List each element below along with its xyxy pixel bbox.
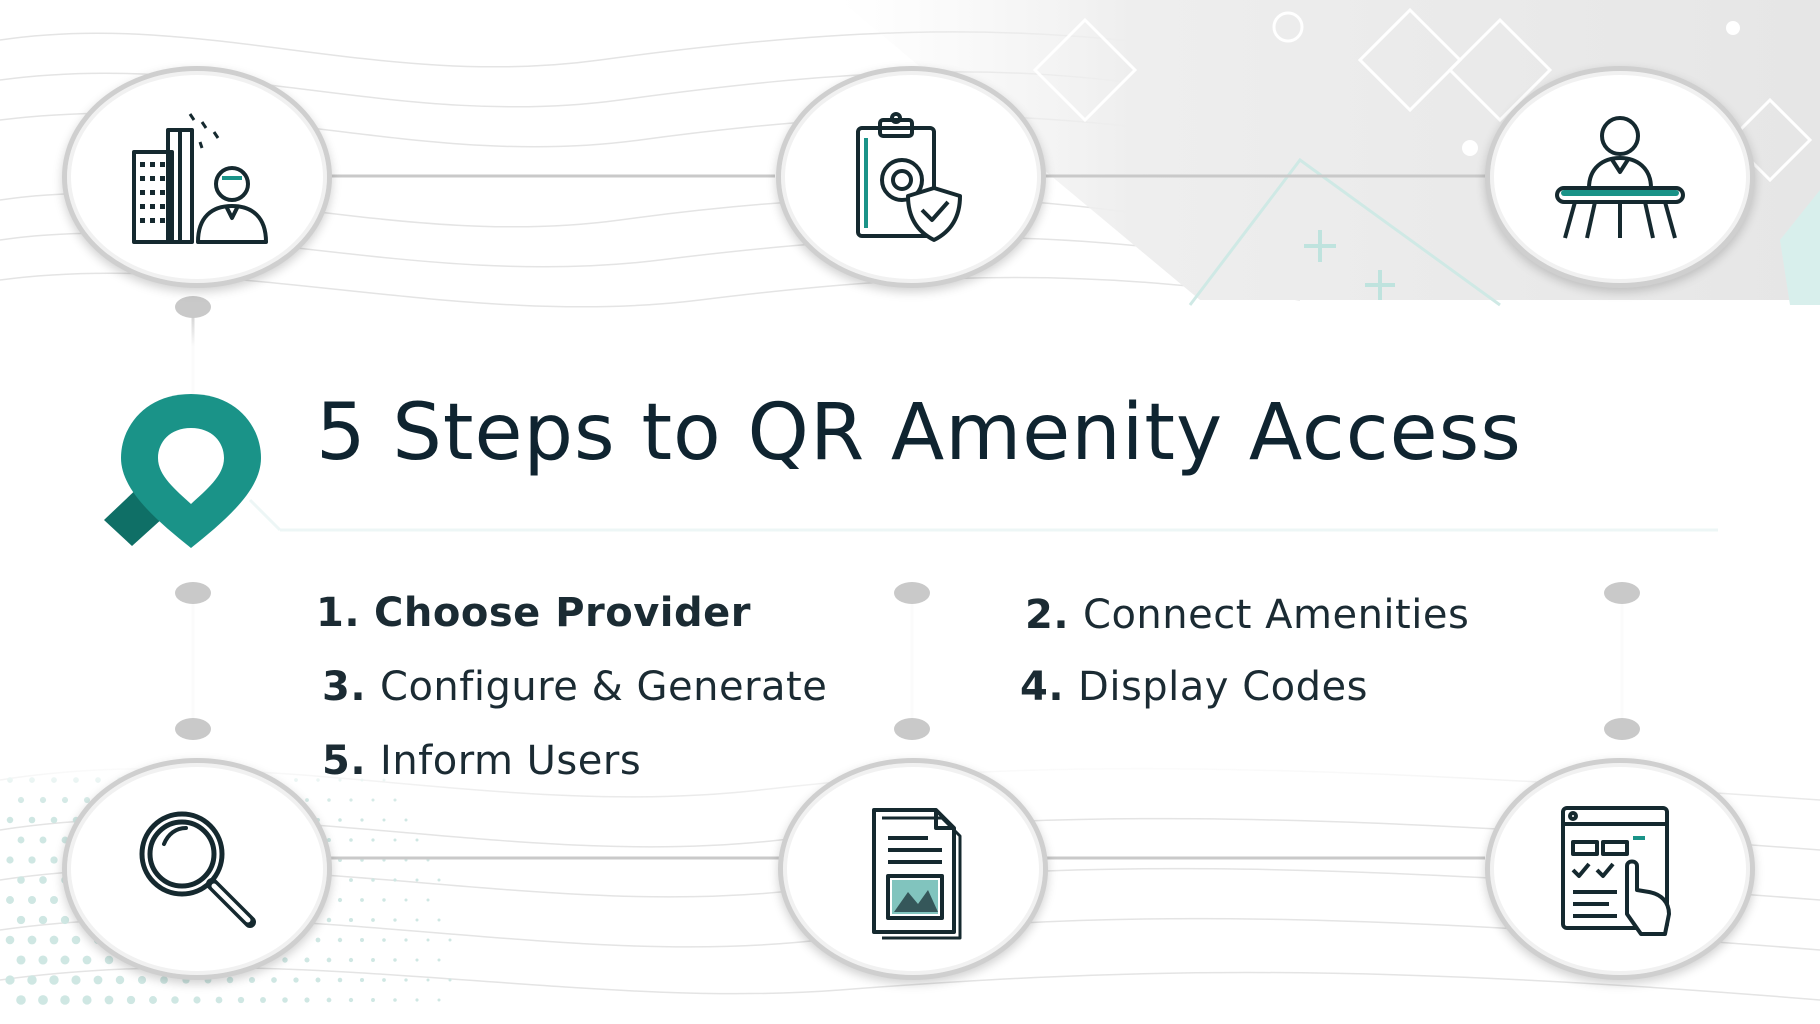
step-4-label: Display Codes — [1078, 664, 1368, 710]
connector-dot — [1604, 582, 1640, 604]
connector-dot — [175, 582, 211, 604]
person-at-desk-icon — [1555, 116, 1685, 239]
step-2-number: 2. — [1025, 592, 1070, 638]
step-1: 1. Choose Provider — [316, 590, 751, 636]
node-magnifier — [62, 758, 332, 980]
step-3-number: 3. — [322, 664, 367, 710]
step-1-number: 1. — [316, 590, 361, 636]
magnifier-icon — [139, 811, 256, 928]
building-person-icon — [132, 113, 268, 244]
checklist-hand-icon — [1561, 806, 1671, 936]
location-pin-icon — [104, 394, 261, 548]
connector-dot — [894, 718, 930, 740]
node-person-desk — [1485, 66, 1755, 288]
clipboard-shield-icon — [856, 112, 962, 242]
node-document — [778, 758, 1048, 980]
node-clipboard — [776, 66, 1046, 288]
step-3: 3. Configure & Generate — [322, 664, 827, 710]
connector-dot — [175, 718, 211, 740]
step-5-label: Inform Users — [380, 738, 642, 784]
step-4: 4. Display Codes — [1020, 664, 1368, 710]
step-1-label: Choose Provider — [374, 590, 751, 636]
step-2: 2. Connect Amenities — [1025, 592, 1469, 638]
step-3-label: Configure & Generate — [380, 664, 828, 710]
node-checklist — [1485, 758, 1755, 980]
step-5: 5. Inform Users — [322, 738, 641, 784]
node-building — [62, 66, 332, 288]
step-4-number: 4. — [1020, 664, 1065, 710]
connector-dot — [1604, 718, 1640, 740]
connector-dot — [894, 582, 930, 604]
step-5-number: 5. — [322, 738, 367, 784]
connector-dot — [175, 296, 211, 318]
page-title: 5 Steps to QR Amenity Access — [316, 388, 1522, 478]
document-icon — [872, 808, 962, 940]
step-2-label: Connect Amenities — [1083, 592, 1470, 638]
